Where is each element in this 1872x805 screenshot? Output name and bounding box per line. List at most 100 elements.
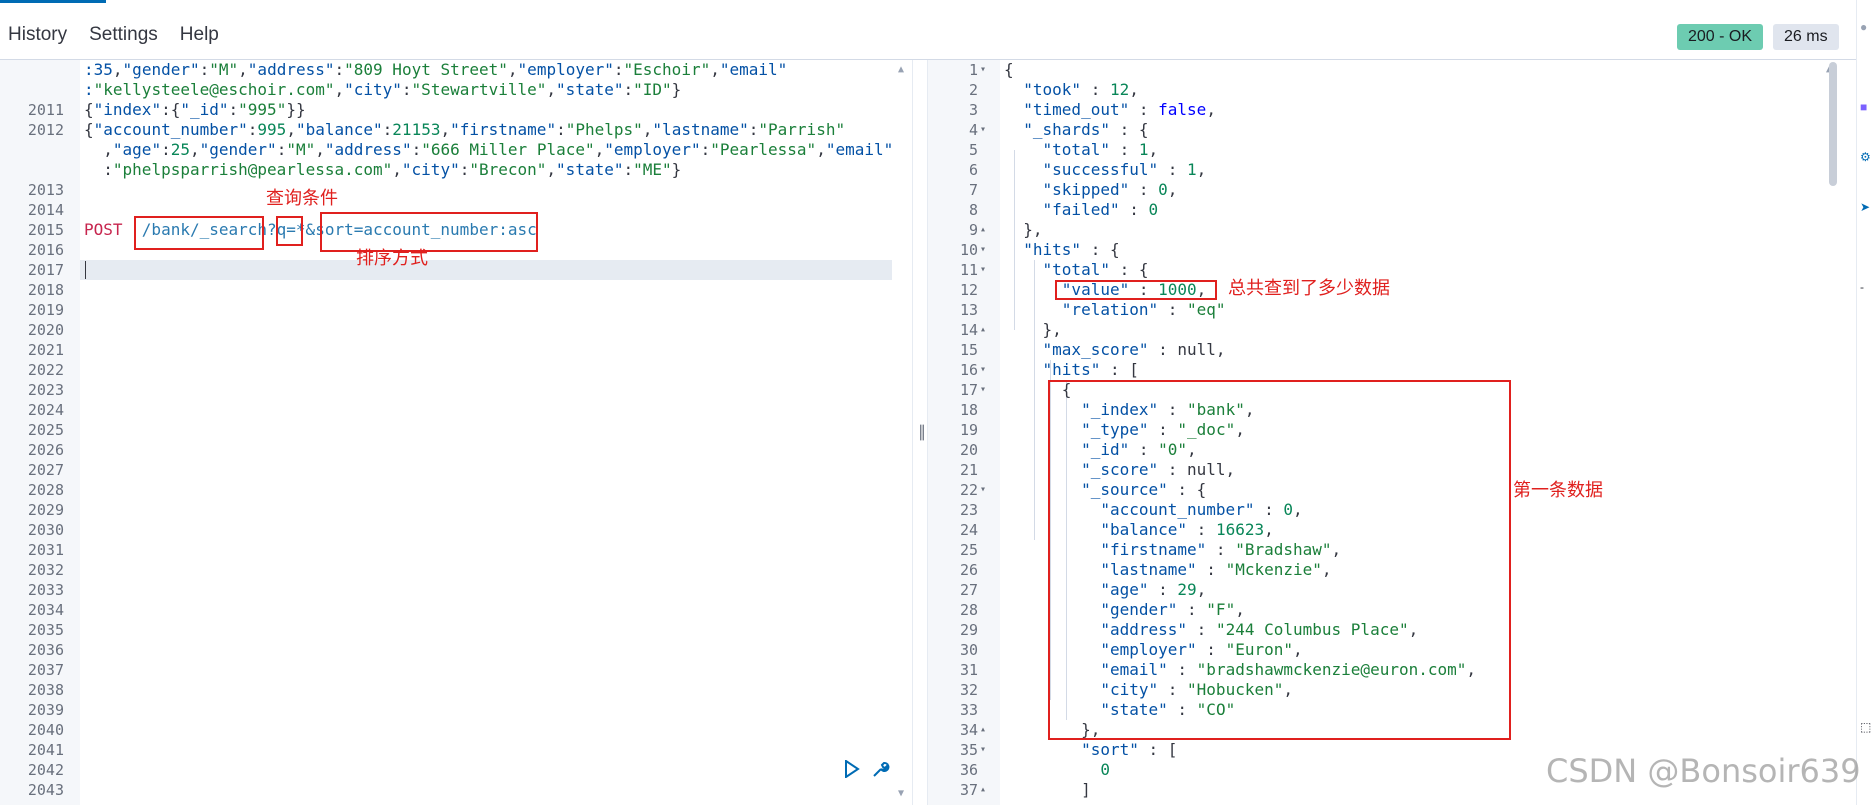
scroll-down-arrow-icon[interactable]: ▼	[898, 788, 905, 799]
watermark: CSDN @Bonsoir639	[1546, 752, 1861, 790]
sort-method-annotation: 排序方式	[356, 248, 428, 269]
line-number: 21	[959, 461, 978, 479]
line-number: 28	[959, 601, 978, 619]
line-number: 2018	[27, 281, 64, 299]
line-number: 2020	[27, 321, 64, 339]
code-line: "skipped" : 0,	[1042, 180, 1178, 199]
line-number: 14	[959, 321, 978, 339]
code-line: "account_number" : 0,	[1100, 500, 1303, 519]
line-number: 35	[959, 741, 978, 759]
play-icon[interactable]	[844, 760, 860, 778]
response-viewer-gutter	[928, 60, 1000, 805]
send-icon[interactable]: ➤	[1860, 200, 1871, 214]
indent-guide	[1034, 260, 1035, 540]
code-line: "hits" : {	[1023, 240, 1120, 259]
console-top-bar: History Settings Help 200 - OK 26 ms	[0, 0, 1872, 60]
pane-resize-divider[interactable]: ∥	[912, 60, 928, 805]
help-menu-item[interactable]: Help	[179, 24, 219, 45]
line-number: 2019	[27, 301, 64, 319]
code-line: "successful" : 1,	[1042, 160, 1207, 179]
line-number: 2017	[27, 261, 64, 279]
settings-menu-item[interactable]: Settings	[89, 24, 158, 45]
line-number: 2011	[27, 101, 64, 119]
line-number: 2040	[27, 721, 64, 739]
code-line: "age" : 29,	[1100, 580, 1207, 599]
line-number: 8	[968, 201, 978, 219]
fold-toggle-icon[interactable]: ▴	[980, 784, 987, 795]
user-icon[interactable]: ●	[1860, 20, 1868, 34]
history-menu-item[interactable]: History	[8, 24, 68, 45]
code-line: "firstname" : "Bradshaw",	[1100, 540, 1342, 559]
line-number: 34	[959, 721, 978, 739]
side-toolbar: ● ■ ⚙ ➤ - ⬚	[1856, 0, 1872, 805]
line-number: 2014	[27, 201, 64, 219]
index-path-highlight-box	[134, 216, 264, 250]
line-number: 2036	[27, 641, 64, 659]
line-number	[0, 140, 64, 160]
line-number: 5	[968, 141, 978, 159]
code-line: ]	[1004, 780, 1091, 799]
code-line: :"phelpsparrish@pearlessa.com","city":"B…	[84, 160, 682, 179]
fold-toggle-icon[interactable]: ▾	[980, 484, 987, 495]
indent-guide	[1014, 150, 1015, 330]
fold-toggle-icon[interactable]: ▾	[980, 384, 987, 395]
line-number: 15	[959, 341, 978, 359]
fold-toggle-icon[interactable]: ▾	[980, 124, 987, 135]
line-number: 2025	[27, 421, 64, 439]
split-handle-icon[interactable]: ∥	[918, 424, 926, 441]
line-number: 22	[959, 481, 978, 499]
text-cursor	[85, 261, 86, 279]
line-number: 29	[959, 621, 978, 639]
request-time-badge: 26 ms	[1773, 24, 1839, 50]
select-icon[interactable]: ⬚	[1860, 720, 1872, 734]
code-line: "balance" : 16623,	[1100, 520, 1274, 539]
scroll-up-arrow-icon[interactable]: ▲	[898, 64, 905, 75]
console-menu: History Settings Help	[8, 24, 219, 46]
fold-toggle-icon[interactable]: ▾	[980, 264, 987, 275]
code-line: "lastname" : "Mckenzie",	[1100, 560, 1332, 579]
fold-toggle-icon[interactable]: ▴	[980, 224, 987, 235]
wrench-icon[interactable]	[870, 760, 890, 780]
line-number: 37	[959, 781, 978, 799]
first-record-highlight-box	[1048, 380, 1511, 740]
line-number: 2035	[27, 621, 64, 639]
fold-toggle-icon[interactable]: ▴	[980, 324, 987, 335]
request-editor-gutter	[0, 60, 80, 805]
code-line: :35,"gender":"M","address":"809 Hoyt Str…	[84, 60, 788, 79]
fold-toggle-icon[interactable]: ▾	[980, 244, 987, 255]
code-line: "took" : 12,	[1023, 80, 1139, 99]
dash-icon[interactable]: -	[1860, 280, 1864, 294]
code-line: "email" : "bradshawmckenzie@euron.com",	[1100, 660, 1477, 679]
line-number: 7	[968, 181, 978, 199]
line-number: 2024	[27, 401, 64, 419]
line-number: 16	[959, 361, 978, 379]
code-line: "_source" : {	[1081, 480, 1207, 499]
fold-toggle-icon[interactable]: ▴	[980, 724, 987, 735]
code-line: "address" : "244 Columbus Place",	[1100, 620, 1419, 639]
fold-toggle-icon[interactable]: ▾	[980, 64, 987, 75]
line-number: 11	[959, 261, 978, 279]
code-line: "relation" : "eq"	[1061, 300, 1226, 319]
status-code-badge: 200 - OK	[1677, 24, 1764, 50]
code-line: "total" : 1,	[1042, 140, 1159, 159]
request-editor[interactable]: :35,"gender":"M","address":"809 Hoyt Str…	[0, 60, 912, 805]
line-number: 2023	[27, 381, 64, 399]
line-number: 2039	[27, 701, 64, 719]
code-line: "sort" : [	[1081, 740, 1178, 759]
code-line: "employer" : "Euron",	[1100, 640, 1303, 659]
total-found-annotation: 总共查到了多少数据	[1228, 278, 1390, 299]
line-number: 2029	[27, 501, 64, 519]
code-line: ,"age":25,"gender":"M","address":"666 Mi…	[84, 140, 894, 159]
code-line: 0	[1100, 760, 1110, 779]
code-line: "city" : "Hobucken",	[1100, 680, 1293, 699]
response-viewer[interactable]: 1▾{2 "took" : 12,3 "timed_out" : false,4…	[928, 60, 1840, 805]
settings-gear-icon[interactable]: ⚙	[1860, 150, 1871, 164]
line-number: 27	[959, 581, 978, 599]
first-record-annotation: 第一条数据	[1513, 480, 1603, 501]
fold-toggle-icon[interactable]: ▾	[980, 364, 987, 375]
line-number: 33	[959, 701, 978, 719]
fold-toggle-icon[interactable]: ▾	[980, 744, 987, 755]
code-line: "state" : "CO"	[1100, 700, 1236, 719]
app-icon[interactable]: ■	[1860, 100, 1868, 114]
response-scrollbar[interactable]	[1829, 62, 1837, 186]
